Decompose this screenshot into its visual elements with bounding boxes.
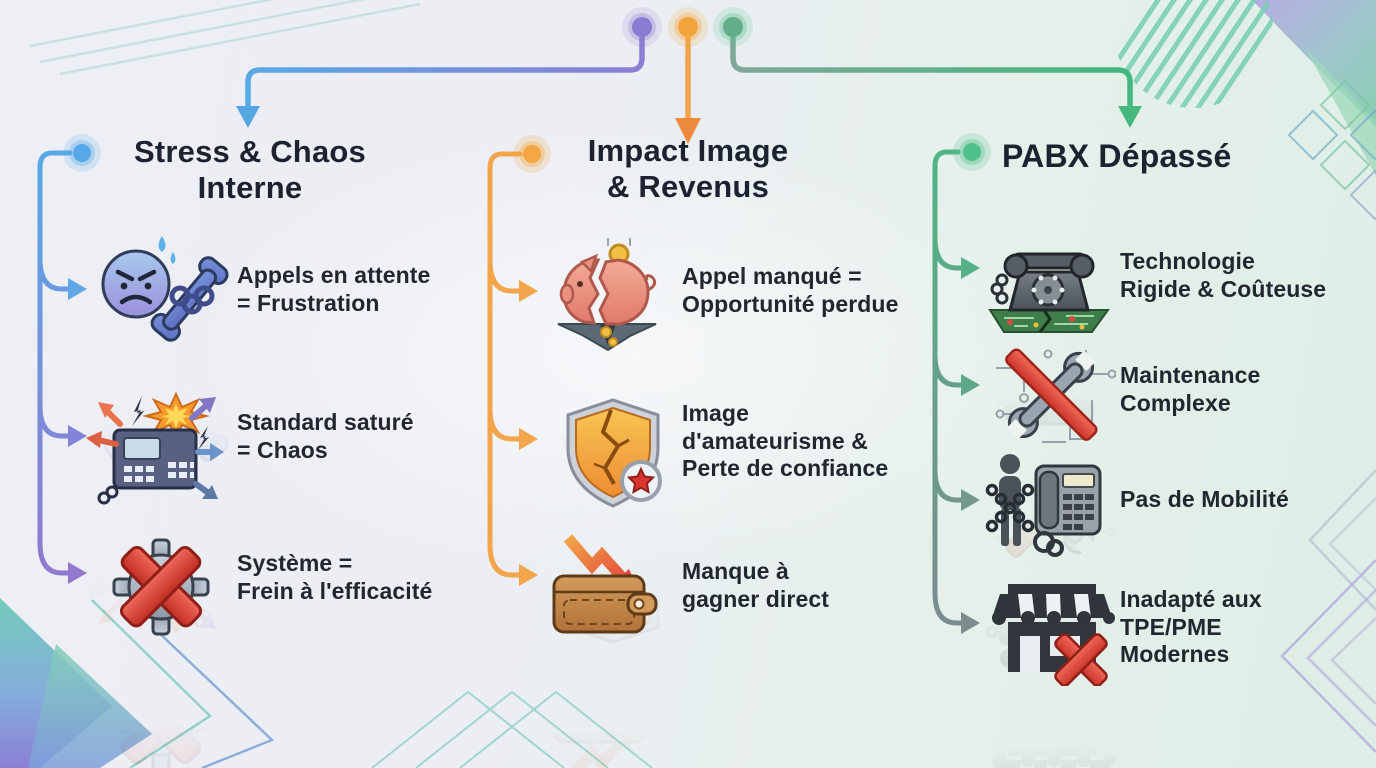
item-label: Système = Frein à l'efficacité [237, 550, 433, 604]
complex-maintenance-icon [988, 340, 1116, 450]
item-label: Pas de Mobilité [1120, 486, 1289, 512]
broken-piggy-bank-icon [542, 232, 676, 362]
cracked-shield-icon [548, 388, 680, 518]
item-label: Appel manqué = Opportunité perdue [682, 263, 899, 317]
column2-title: Impact Image & Revenus [587, 133, 789, 204]
column1-title: Stress & Chaos Interne [134, 134, 366, 205]
item-label: Manque à gagner direct [682, 558, 830, 612]
item-label: Appels en attente = Frustration [237, 262, 431, 316]
column3-rail [932, 149, 965, 626]
column1-rail [37, 150, 73, 576]
top-right-corner-decoration [1113, 0, 1376, 221]
arrowhead-to-column1 [236, 106, 260, 128]
unfit-store-icon [988, 574, 1116, 686]
column2-rail [487, 151, 523, 578]
overloaded-switchboard-phone-icon [84, 380, 236, 510]
item-label: Maintenance Complexe [1120, 362, 1261, 416]
root-dot-orange [668, 7, 708, 47]
item-label: Technologie Rigide & Coûteuse [1120, 248, 1327, 302]
arrowhead-to-column3 [1118, 106, 1142, 128]
wallet-loss-icon [540, 522, 680, 656]
obsolete-rotary-phone-icon [982, 226, 1118, 336]
root-dot-green [713, 7, 753, 47]
top-left-lines-decoration [30, 0, 421, 76]
chained-to-phone-icon [982, 450, 1116, 558]
item-label: Inadapté aux TPE/PME Modernes [1120, 586, 1262, 668]
blocked-gear-icon [96, 522, 230, 652]
root-dot-purple [622, 7, 662, 47]
column3-title: PABX Dépassé [1002, 138, 1232, 174]
root-connectors [245, 35, 1133, 123]
item-label: Standard saturé = Chaos [237, 409, 414, 463]
angry-face-chained-phone-icon [92, 226, 234, 356]
item-label: Image d'amateurisme & Perte de confiance [682, 400, 889, 482]
column3-dot [953, 133, 991, 171]
